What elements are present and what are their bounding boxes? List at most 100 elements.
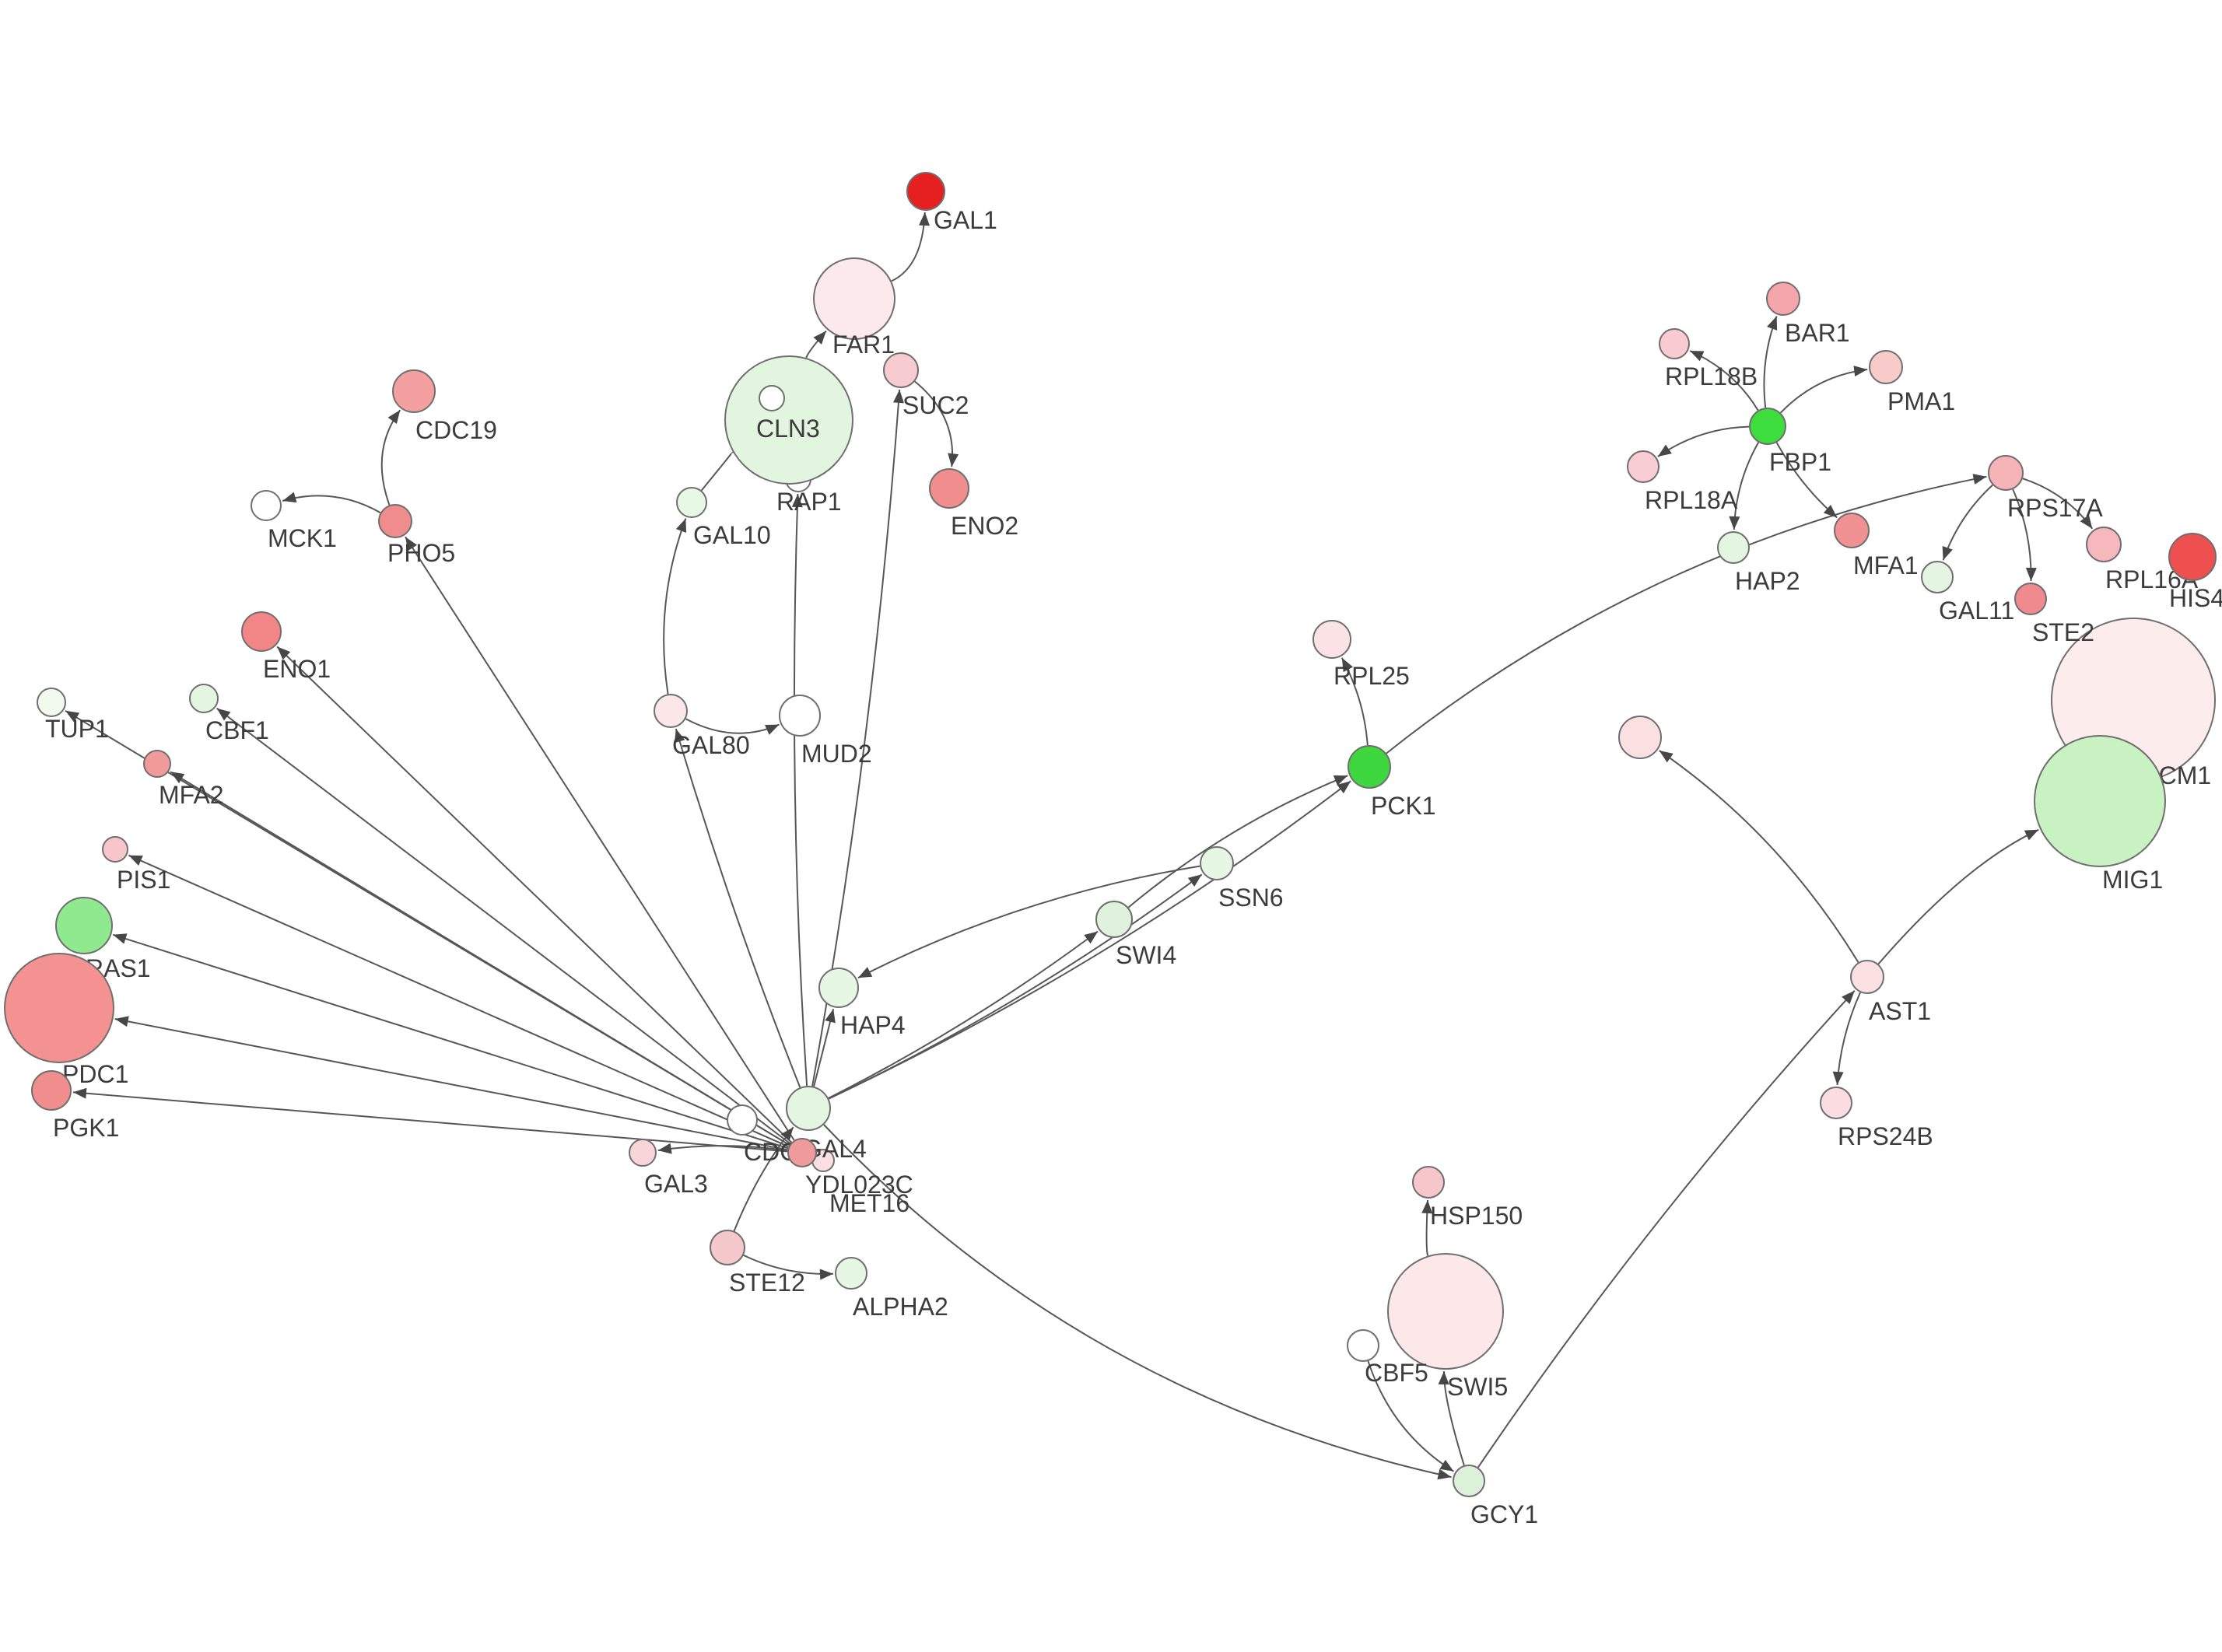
- edge-cln3-far1[interactable]: [805, 330, 827, 359]
- node-group-pho5: PHO5: [378, 504, 455, 567]
- rpl16a-node[interactable]: [2086, 527, 2122, 562]
- bar1-node[interactable]: [1766, 282, 1800, 316]
- edge-gcy1-swi5[interactable]: [1438, 1370, 1465, 1466]
- rps24b-node[interactable]: [1820, 1087, 1852, 1119]
- pho5-node[interactable]: [378, 504, 412, 538]
- edge-gal10-cln3[interactable]: [700, 442, 746, 492]
- edge-suc2-eno2[interactable]: [914, 380, 959, 467]
- gal1-node[interactable]: [906, 172, 945, 211]
- eno1-node[interactable]: [241, 611, 282, 652]
- edge-ydl023c-mfa2[interactable]: [170, 771, 790, 1146]
- ras1-node[interactable]: [55, 897, 113, 954]
- fbp1-node[interactable]: [1749, 408, 1786, 445]
- gal10-node[interactable]: [676, 487, 707, 518]
- edge-ydl023c-ras1[interactable]: [112, 933, 789, 1150]
- ydl023c-node[interactable]: [787, 1138, 817, 1167]
- edge-swi4-pck1[interactable]: [1127, 775, 1348, 908]
- edge-ast1-pink-unlabeled[interactable]: [1659, 750, 1859, 963]
- edge-far1-gal1[interactable]: [891, 212, 931, 282]
- edge-ast1-rps24b[interactable]: [1832, 992, 1861, 1086]
- hap2-node[interactable]: [1717, 531, 1750, 564]
- pgk1-node[interactable]: [31, 1070, 72, 1111]
- edge-gal4-gcy1[interactable]: [823, 1124, 1452, 1480]
- rpl18a-node[interactable]: [1627, 450, 1659, 483]
- edge-pho5-mck1[interactable]: [282, 492, 381, 513]
- edge-fbp1-mfa1[interactable]: [1775, 442, 1838, 519]
- hap4-node[interactable]: [818, 968, 859, 1008]
- his4-node[interactable]: [2168, 533, 2217, 581]
- pis1-node[interactable]: [102, 836, 128, 863]
- edge-fbp1-rpl18a[interactable]: [1657, 425, 1750, 457]
- ste2-node[interactable]: [2014, 583, 2047, 615]
- cbf1-node[interactable]: [189, 684, 219, 713]
- gal3-node[interactable]: [629, 1139, 657, 1167]
- ast1-node[interactable]: [1850, 960, 1884, 994]
- cln3-node[interactable]: [724, 355, 853, 485]
- edge-ssn6-hap4[interactable]: [857, 865, 1200, 979]
- mig1-node[interactable]: [2034, 735, 2166, 867]
- pck1-node[interactable]: [1348, 745, 1391, 789]
- edge-ste12-gal4[interactable]: [733, 1126, 794, 1232]
- pma1-node[interactable]: [1869, 350, 1903, 384]
- cln3-inner-node[interactable]: [759, 385, 785, 411]
- edge-fbp1-bar1[interactable]: [1763, 316, 1778, 408]
- edge-rps17a-gal11[interactable]: [1942, 484, 1993, 561]
- swi5-node[interactable]: [1387, 1253, 1504, 1370]
- gcy1-node[interactable]: [1453, 1465, 1485, 1497]
- cdc19-node[interactable]: [392, 369, 436, 413]
- hsp150-node[interactable]: [1412, 1166, 1445, 1199]
- pdc1-node[interactable]: [4, 953, 114, 1063]
- edge-ast1-mig1[interactable]: [1877, 828, 2039, 965]
- mud2-node[interactable]: [779, 695, 821, 737]
- mfa1-node[interactable]: [1834, 513, 1870, 548]
- gal4-node[interactable]: [786, 1086, 831, 1131]
- edge-gcy1-ast1[interactable]: [1477, 990, 1856, 1468]
- tup1-node[interactable]: [37, 688, 66, 717]
- edge-gal4-ssn6[interactable]: [828, 873, 1203, 1100]
- edge-pck1-rps17a[interactable]: [1386, 474, 1987, 754]
- edge-rps17a-ste2[interactable]: [2012, 488, 2037, 582]
- rpl18b-node[interactable]: [1659, 328, 1690, 359]
- swi4-node[interactable]: [1095, 901, 1133, 938]
- edge-gal80-gal10[interactable]: [663, 518, 687, 695]
- edge-pck1-rpl25[interactable]: [1341, 657, 1369, 746]
- edge-gal4-hap4[interactable]: [813, 1008, 836, 1087]
- ste12-node[interactable]: [710, 1230, 745, 1265]
- edge-ydl023c-pgk1[interactable]: [72, 1087, 788, 1153]
- gal80-node[interactable]: [654, 694, 688, 728]
- cbf5-node[interactable]: [1347, 1329, 1379, 1362]
- mfa2-node[interactable]: [143, 750, 171, 778]
- edge-gal4-pck1[interactable]: [828, 780, 1351, 1100]
- edge-gal4-swi4[interactable]: [828, 930, 1099, 1099]
- edge-ydl023c-gal3[interactable]: [657, 1143, 788, 1154]
- edge-gal4-rap1[interactable]: [791, 493, 808, 1087]
- edge-ydl023c-pho5[interactable]: [405, 536, 795, 1141]
- edge-pho5-cdc19[interactable]: [380, 409, 401, 506]
- edge-swi5-hsp150[interactable]: [1421, 1199, 1433, 1256]
- suc2-node[interactable]: [883, 352, 919, 388]
- rpl25-node[interactable]: [1313, 620, 1351, 659]
- edge-gal80-mud2[interactable]: [685, 718, 780, 735]
- edge-fbp1-rpl18b[interactable]: [1689, 350, 1759, 411]
- edge-gal4-gal80[interactable]: [674, 728, 801, 1088]
- edge-ydl023c-eno1[interactable]: [276, 646, 792, 1143]
- edge-rps17a-rpl16a[interactable]: [2022, 478, 2094, 530]
- ssn6-node[interactable]: [1200, 846, 1234, 880]
- edge-ydl023c-pis1[interactable]: [128, 854, 790, 1148]
- edge-fbp1-hap2[interactable]: [1729, 442, 1759, 530]
- far1-node[interactable]: [813, 257, 895, 340]
- eno2-node[interactable]: [929, 468, 969, 509]
- edge-fbp1-pma1[interactable]: [1779, 366, 1868, 414]
- mck1-node[interactable]: [251, 490, 282, 521]
- alpha2-node[interactable]: [835, 1257, 867, 1290]
- cdc6-node[interactable]: [727, 1104, 758, 1136]
- rps17a-node[interactable]: [1988, 455, 2024, 491]
- edge-ste12-alpha2[interactable]: [743, 1254, 834, 1280]
- pink-unlabeled-node[interactable]: [1618, 716, 1662, 759]
- edge-ydl023c-cbf1[interactable]: [216, 707, 791, 1145]
- edge-cbf5-gcy1[interactable]: [1367, 1360, 1455, 1472]
- gal11-node[interactable]: [1921, 561, 1954, 593]
- edge-ydl023c-pdc1[interactable]: [114, 1016, 788, 1151]
